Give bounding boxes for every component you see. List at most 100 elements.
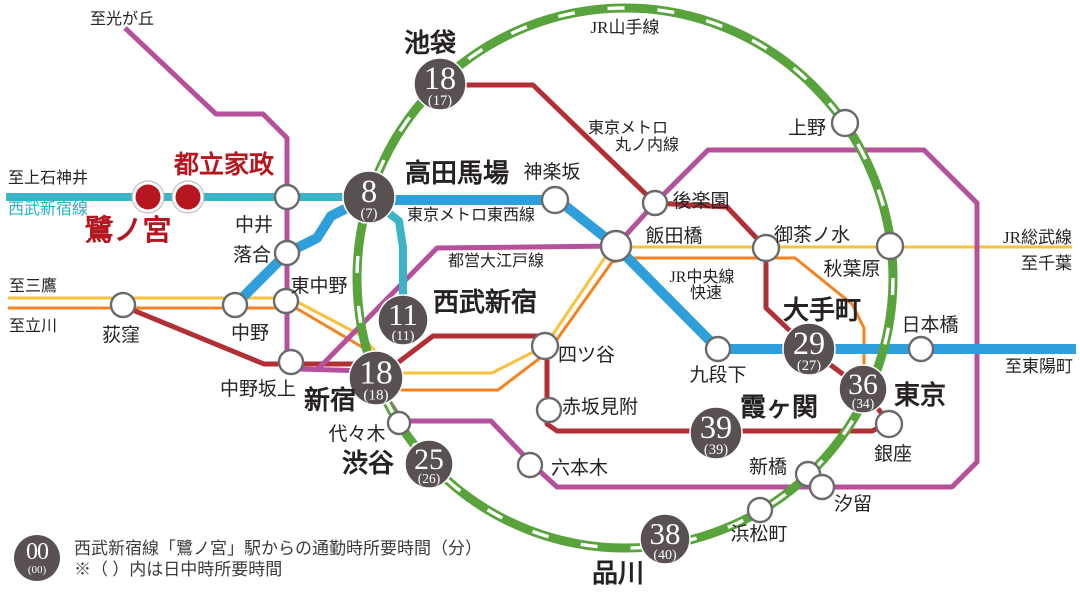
label-akihabara: 秋葉原 <box>823 258 880 280</box>
label-to-toyocho: 至東陽町 <box>1005 357 1073 376</box>
label-roppongi: 六本木 <box>551 457 608 479</box>
badge-seibu-shinjuku-daytime: (11) <box>392 329 415 344</box>
label-shiodome: 汐留 <box>834 493 872 515</box>
badge-kasumigaseki <box>689 406 743 460</box>
label-shimbashi: 新橋 <box>749 456 787 478</box>
badge-shinjuku <box>348 350 404 406</box>
label-kasumigaseki: 霞ヶ関 <box>740 393 818 422</box>
station-nakai <box>273 183 301 211</box>
label-to-chiba: 至千葉 <box>1021 254 1072 273</box>
label-jr-chuo-rapid-1: JR中央線 <box>670 268 735 286</box>
badge-otemachi-daytime: (27) <box>797 358 821 374</box>
station-kagurazaka <box>540 185 570 215</box>
badge-ikebukuro-daytime: (17) <box>428 93 452 109</box>
label-yoyogi: 代々木 <box>328 423 385 445</box>
label-nakano-sakaue: 中野坂上 <box>220 378 296 400</box>
label-jr-chuo-rapid-2: 快速 <box>690 284 722 302</box>
badge-tokyo-minutes: 36 <box>848 368 878 401</box>
label-hamamatsucho: 浜松町 <box>730 523 787 545</box>
station-hamamatsucho <box>746 496 774 524</box>
label-ochanomizu: 御茶ノ水 <box>774 224 850 246</box>
badge-otemachi-minutes: 29 <box>793 325 825 361</box>
station-ochanomizu <box>751 233 781 263</box>
station-yoyogi <box>386 410 412 436</box>
label-nakai: 中井 <box>235 214 273 236</box>
station-nakano <box>221 291 249 319</box>
label-kagurazaka: 神楽坂 <box>523 161 580 183</box>
station-akasaka-mitsuke <box>535 396 563 424</box>
label-seibu-shinjuku-sta: 西武新宿 <box>433 287 537 317</box>
badge-shinagawa-daytime: (40) <box>653 548 677 563</box>
label-metro-marunouchi-line-2: 丸ノ内線 <box>615 136 679 154</box>
label-to-hikarigaoka: 至光が丘 <box>90 10 154 28</box>
label-nakano: 中野 <box>231 322 269 344</box>
label-metro-tozai-line: 東京メトロ東西線 <box>407 206 535 224</box>
legend-badge-minutes: 00 <box>26 539 49 565</box>
legend-line-1: 西武新宿線「鷺ノ宮」駅からの通勤時所要時間（分） <box>74 539 482 558</box>
label-to-kamishakujii: 至上石神井 <box>8 169 88 187</box>
label-seibu-shinjuku-line: 西武新宿線 <box>8 200 88 218</box>
label-shibuya: 渋谷 <box>342 449 395 478</box>
station-yotsuya <box>530 331 560 361</box>
station-roppongi <box>516 451 544 479</box>
label-tokyo: 東京 <box>894 380 946 410</box>
badge-shinjuku-daytime: (18) <box>363 388 388 404</box>
label-jr-sobu-line: JR総武線 <box>1003 228 1072 247</box>
label-kudanshita: 九段下 <box>689 364 746 386</box>
label-shinjuku: 新宿 <box>304 385 356 415</box>
label-ginza: 銀座 <box>874 443 912 465</box>
badge-seibu-shinjuku <box>377 294 429 346</box>
line-jr-chuo-rapid <box>8 256 866 392</box>
label-takadanobaba: 高田馬場 <box>405 158 509 188</box>
label-toritsu-kasei: 都立家政 <box>173 150 275 179</box>
label-yotsuya: 四ツ谷 <box>558 344 615 366</box>
label-metro-marunouchi-line-1: 東京メトロ <box>588 119 668 137</box>
station-higashi-nakano <box>272 287 300 315</box>
label-ogikubo: 荻窪 <box>102 324 140 346</box>
station-ochiai <box>273 239 301 267</box>
station-kudanshita <box>704 335 732 363</box>
badge-shibuya <box>404 439 454 489</box>
badge-tokyo-daytime: (34) <box>852 396 874 411</box>
badge-takadanobaba <box>342 170 396 224</box>
station-ueno <box>830 108 860 138</box>
badge-takadanobaba-minutes: 8 <box>361 173 377 209</box>
legend-time-badge: 00 (00) <box>14 535 60 581</box>
station-nihombashi <box>907 335 935 363</box>
badge-takadanobaba-daytime: (7) <box>361 206 378 222</box>
station-toritsu-kasei <box>175 184 201 210</box>
legend-text: 西武新宿線「鷺ノ宮」駅からの通勤時所要時間（分） ※（ ）内は日中時所要時間 <box>74 535 482 580</box>
station-korakuen <box>641 189 669 217</box>
badge-shibuya-minutes: 25 <box>414 443 444 476</box>
label-iidabashi: 飯田橋 <box>645 225 702 247</box>
badge-ikebukuro-minutes: 18 <box>424 60 456 96</box>
label-to-mitaka: 至三鷹 <box>9 276 57 295</box>
badge-otemachi <box>782 322 836 376</box>
label-to-tachikawa: 至立川 <box>9 317 57 335</box>
station-nakano-sakaue <box>277 348 305 376</box>
legend-line-2: ※（ ）内は日中時所要時間 <box>74 560 283 579</box>
station-saginomiya <box>135 184 161 210</box>
label-ueno: 上野 <box>788 117 826 139</box>
station-ginza <box>874 409 904 439</box>
label-otemachi: 大手町 <box>783 296 861 325</box>
legend: 00 (00) 西武新宿線「鷺ノ宮」駅からの通勤時所要時間（分） ※（ ）内は日… <box>14 535 482 581</box>
station-akihabara <box>875 231 905 261</box>
label-korakuen: 後楽園 <box>672 190 729 212</box>
badge-seibu-shinjuku-minutes: 11 <box>388 297 418 332</box>
label-higashi-nakano: 東中野 <box>290 275 347 297</box>
label-ochiai: 落合 <box>233 244 271 266</box>
station-ogikubo <box>109 291 137 319</box>
label-toei-oedo-line: 都営大江戸線 <box>448 252 544 270</box>
line-jr-yamanote-dashes <box>355 6 895 550</box>
badge-shibuya-daytime: (26) <box>418 471 440 486</box>
badge-ikebukuro <box>413 57 467 111</box>
badge-shinjuku-minutes: 18 <box>359 354 392 391</box>
badge-shinagawa <box>639 513 691 565</box>
label-ikebukuro: 池袋 <box>404 29 457 58</box>
label-nihombashi: 日本橋 <box>901 314 958 336</box>
badge-tokyo <box>838 364 888 414</box>
label-saginomiya: 鷺ノ宮 <box>84 214 171 247</box>
